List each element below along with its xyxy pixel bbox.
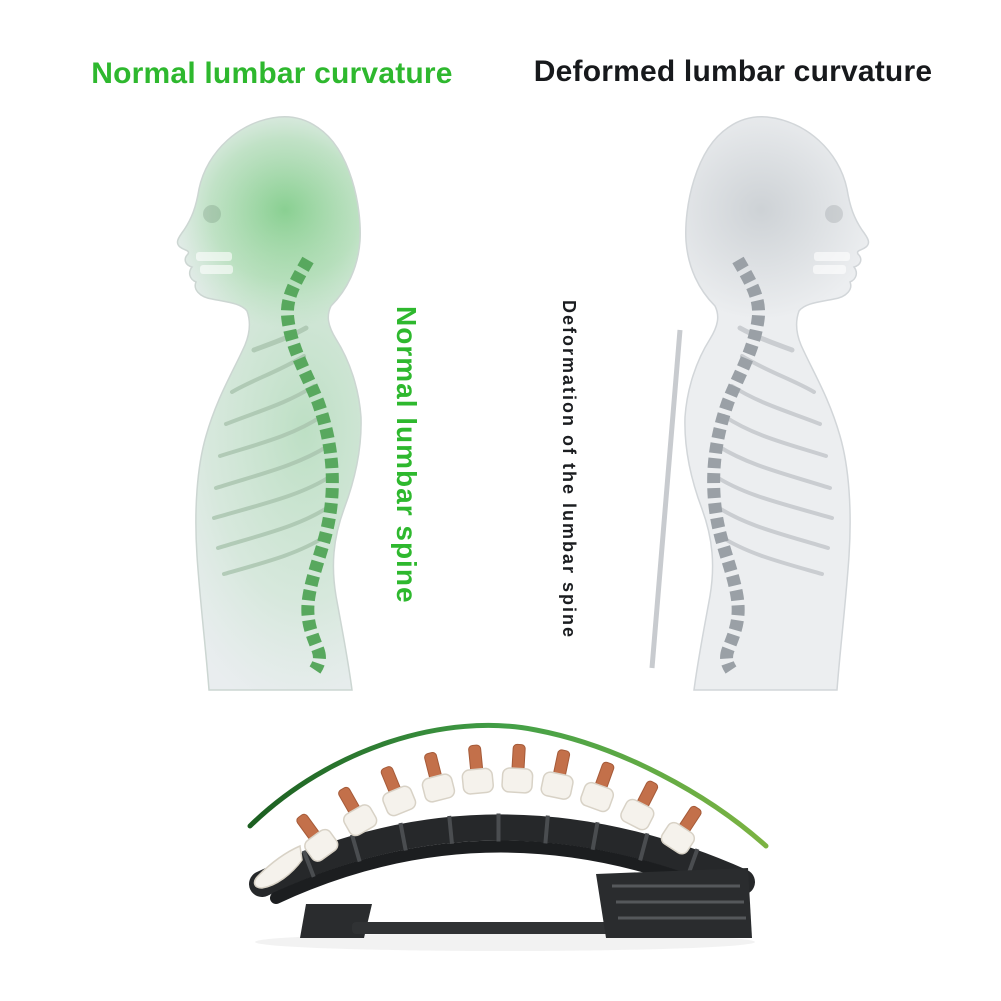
sacrum-piece bbox=[253, 844, 303, 889]
device-adjustment-slots bbox=[612, 884, 746, 920]
spine-model bbox=[253, 743, 702, 889]
deformed-curvature-title: Deformed lumbar curvature bbox=[533, 55, 933, 88]
normal-spine-vertical-label: Normal lumbar spine bbox=[391, 306, 422, 604]
deformation-reference-rod bbox=[649, 329, 683, 669]
device-base-bar bbox=[352, 922, 612, 934]
eye-socket bbox=[203, 205, 221, 223]
deformation-spine-vertical-label: Deformation of the lumbar spine bbox=[559, 300, 579, 640]
green-arc-swoosh bbox=[247, 722, 769, 849]
deformed-body-figure bbox=[649, 116, 870, 691]
lumbar-stretcher-device bbox=[247, 722, 769, 951]
device-slats bbox=[301, 813, 700, 878]
eye-socket bbox=[825, 205, 843, 223]
normal-curvature-title: Normal lumbar curvature bbox=[91, 57, 453, 90]
